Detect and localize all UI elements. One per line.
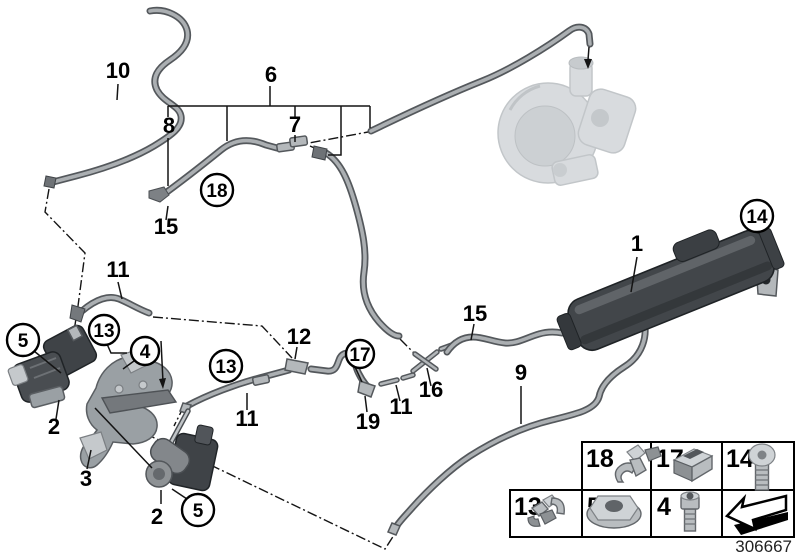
callout-11-right[interactable]: 11 — [389, 394, 412, 419]
cage-nut-icon — [672, 448, 714, 483]
callout-17-circled[interactable]: 17 — [344, 338, 376, 370]
callout-19[interactable]: 19 — [356, 409, 380, 434]
solenoid-valve-2 — [145, 408, 219, 492]
callout-9[interactable]: 9 — [515, 360, 527, 385]
tube-11-left — [69, 294, 153, 323]
callout-16[interactable]: 16 — [419, 377, 443, 402]
fastener-legend: 18 17 14 13 5 4 — [509, 441, 795, 538]
callout-15-left[interactable]: 15 — [154, 214, 178, 239]
vacuum-pump — [497, 56, 637, 186]
svg-text:14: 14 — [746, 207, 768, 228]
callout-12[interactable]: 12 — [287, 324, 311, 349]
svg-text:5: 5 — [193, 501, 204, 522]
svg-text:5: 5 — [18, 331, 29, 352]
installation-direction-arrow-icon — [724, 493, 788, 535]
callout-2-left[interactable]: 2 — [48, 414, 60, 439]
callout-5-circled-bottom[interactable]: 5 — [180, 492, 216, 528]
solenoid-valve-1 — [7, 324, 98, 409]
callout-6[interactable]: 6 — [265, 62, 277, 87]
callout-8[interactable]: 8 — [163, 113, 175, 138]
junction-12 — [284, 358, 309, 375]
callout-13-circled-middle[interactable]: 13 — [208, 348, 244, 384]
svg-text:17: 17 — [349, 345, 370, 366]
leader-lines — [33, 46, 638, 504]
callouts-circled: 18 5 13 4 13 17 14 5 — [5, 172, 775, 528]
socket-head-screw-icon — [680, 491, 700, 532]
legend-18[interactable]: 18 — [586, 445, 614, 473]
tube-6-to-pump — [367, 23, 594, 135]
elbow-19 — [357, 380, 376, 398]
callout-7[interactable]: 7 — [289, 112, 301, 137]
callout-2-bottom[interactable]: 2 — [151, 504, 163, 529]
double-hose-clip-icon — [527, 494, 565, 527]
callout-3[interactable]: 3 — [80, 466, 92, 491]
svg-text:4: 4 — [140, 342, 151, 363]
tube-8 — [148, 137, 295, 203]
callout-18-circled[interactable]: 18 — [199, 172, 235, 208]
legend-4[interactable]: 4 — [657, 493, 671, 521]
carbon-canister — [556, 227, 785, 352]
callout-13-circled-left[interactable]: 13 — [87, 313, 121, 347]
callout-11-middle[interactable]: 11 — [235, 406, 258, 431]
callout-4-circled[interactable]: 4 — [129, 335, 161, 367]
tube-10 — [43, 6, 192, 189]
svg-text:13: 13 — [93, 321, 114, 342]
connector-7 — [289, 135, 309, 148]
callout-1[interactable]: 1 — [631, 231, 643, 256]
torx-screw-icon — [748, 443, 776, 491]
callouts-plain: 10 6 8 7 15 11 12 11 11 19 16 15 9 1 2 3… — [48, 58, 643, 529]
diagram-part-number: 306667 — [735, 537, 792, 556]
svg-text:13: 13 — [215, 357, 236, 378]
hose-clip-icon — [614, 444, 662, 483]
callout-11-left[interactable]: 11 — [106, 257, 129, 282]
tube-9 — [386, 314, 649, 536]
callout-10[interactable]: 10 — [106, 58, 130, 83]
callout-15-right[interactable]: 15 — [463, 301, 487, 326]
mounting-bracket — [79, 348, 178, 469]
tube-7-center — [311, 145, 403, 340]
svg-text:18: 18 — [206, 181, 227, 202]
plastic-nut-icon — [586, 495, 642, 529]
callout-5-circled-left[interactable]: 5 — [5, 322, 41, 358]
callout-14-circled[interactable]: 14 — [739, 198, 775, 234]
